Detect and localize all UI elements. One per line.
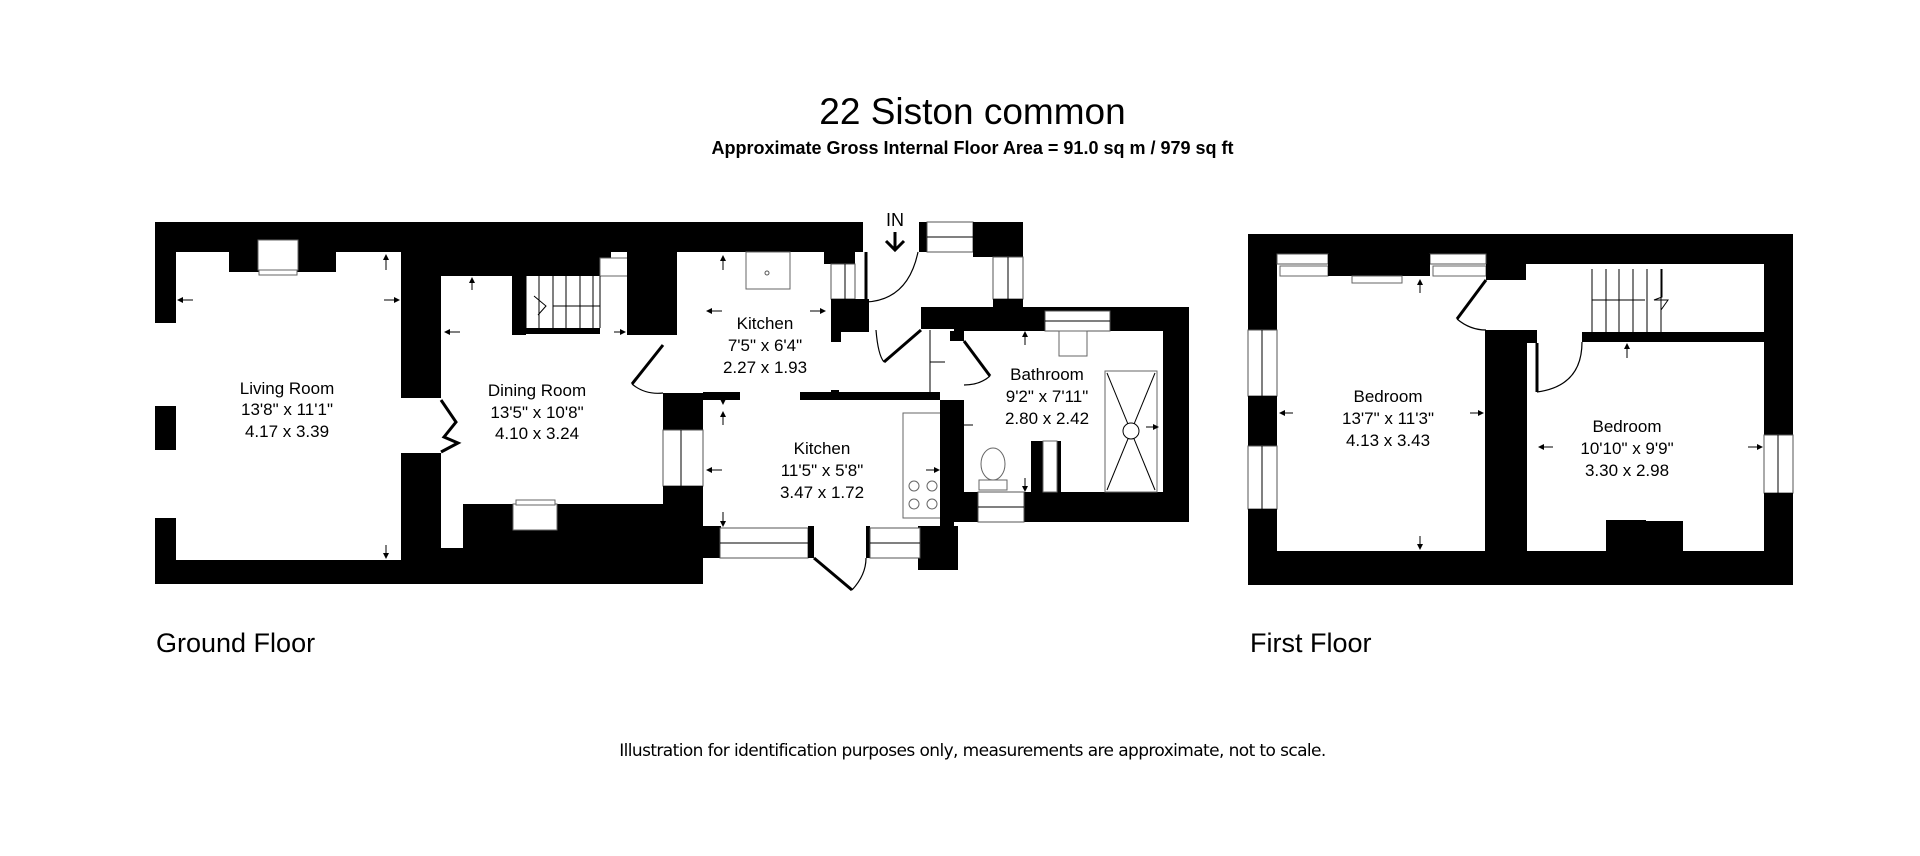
staircase-icon: [525, 276, 601, 328]
svg-text:Kitchen: Kitchen: [794, 439, 851, 458]
svg-text:Bedroom: Bedroom: [1593, 417, 1662, 436]
svg-text:2.80 x 2.42: 2.80 x 2.42: [1005, 409, 1089, 428]
svg-text:13'5" x 10'8": 13'5" x 10'8": [490, 403, 583, 422]
room-label-kitchen-upper: Kitchen 7'5" x 6'4" 2.27 x 1.93: [723, 314, 807, 377]
svg-text:9'2" x 7'11": 9'2" x 7'11": [1006, 387, 1089, 406]
first-floor-staircase-icon: [1591, 269, 1669, 332]
svg-text:13'8" x 11'1": 13'8" x 11'1": [241, 400, 333, 419]
svg-text:Living Room: Living Room: [240, 379, 335, 398]
room-label-bedroom-1: Bedroom 13'7" x 11'3" 4.13 x 3.43: [1342, 387, 1434, 450]
svg-text:Bedroom: Bedroom: [1354, 387, 1423, 406]
svg-text:4.17 x 3.39: 4.17 x 3.39: [245, 422, 329, 441]
svg-text:2.27 x 1.93: 2.27 x 1.93: [723, 358, 807, 377]
room-label-bedroom-2: Bedroom 10'10" x 9'9" 3.30 x 2.98: [1580, 417, 1673, 480]
room-label-kitchen-lower: Kitchen 11'5" x 5'8" 3.47 x 1.72: [780, 439, 864, 502]
room-label-bathroom: Bathroom 9'2" x 7'11" 2.80 x 2.42: [1005, 365, 1089, 428]
property-title: 22 Siston common: [819, 91, 1126, 132]
svg-text:13'7" x 11'3": 13'7" x 11'3": [1342, 409, 1434, 428]
svg-text:4.13 x 3.43: 4.13 x 3.43: [1346, 431, 1430, 450]
first-floor-plan: [1247, 234, 1794, 585]
shower-tray-icon: [1104, 370, 1158, 493]
svg-text:Dining Room: Dining Room: [488, 381, 586, 400]
svg-text:Bathroom: Bathroom: [1010, 365, 1084, 384]
ground-floor-plan: IN: [155, 210, 1189, 592]
toilet-icon: [978, 447, 1008, 491]
svg-text:4.10 x 3.24: 4.10 x 3.24: [495, 424, 579, 443]
svg-text:3.47 x 1.72: 3.47 x 1.72: [780, 483, 864, 502]
svg-text:3.30 x 2.98: 3.30 x 2.98: [1585, 461, 1669, 480]
hob-icon: [908, 480, 938, 510]
floor-area-summary: Approximate Gross Internal Floor Area = …: [711, 138, 1234, 158]
ground-floor-label: Ground Floor: [156, 628, 316, 658]
svg-text:10'10" x 9'9": 10'10" x 9'9": [1580, 439, 1673, 458]
first-floor-label: First Floor: [1250, 628, 1372, 658]
entrance-arrow-icon: [884, 232, 906, 253]
disclaimer-text: Illustration for identification purposes…: [619, 741, 1326, 761]
svg-text:7'5" x 6'4": 7'5" x 6'4": [728, 336, 802, 355]
svg-text:Kitchen: Kitchen: [737, 314, 794, 333]
room-label-living-room: Living Room 13'8" x 11'1" 4.17 x 3.39: [240, 379, 335, 441]
room-label-dining-room: Dining Room 13'5" x 10'8" 4.10 x 3.24: [488, 381, 586, 443]
entrance-label: IN: [886, 210, 904, 230]
dimension-arrows: [177, 254, 1763, 559]
svg-text:11'5" x 5'8": 11'5" x 5'8": [781, 461, 864, 480]
